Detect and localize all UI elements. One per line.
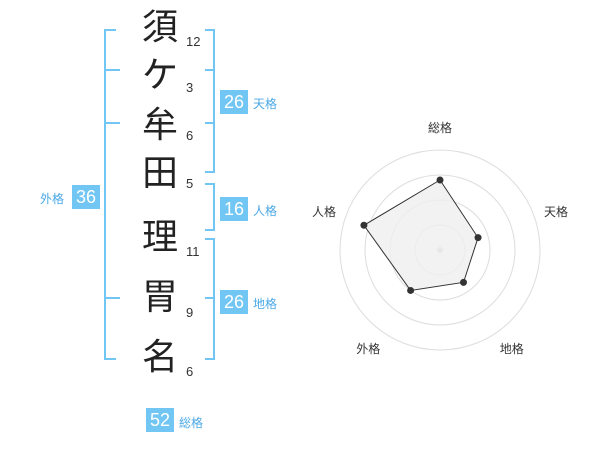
stroke-count: 11 <box>186 244 200 259</box>
radar-axis-label: 地格 <box>499 341 524 356</box>
jinkaku-bracket <box>205 183 215 231</box>
radar-point <box>360 221 368 229</box>
radar-point <box>407 286 415 294</box>
radar-axis-label: 人格 <box>311 205 336 220</box>
name-char: 田 <box>141 153 178 194</box>
stroke-count: 3 <box>186 80 194 95</box>
soukaku-label: 総格 <box>179 416 204 430</box>
name-char: 理 <box>141 217 178 258</box>
radar-series <box>363 179 479 291</box>
radar-point <box>474 234 482 242</box>
tenkaku-value: 26 <box>220 90 248 114</box>
radar-axis-label: 総格 <box>428 121 453 135</box>
tenkaku-bracket <box>205 29 215 173</box>
bracket-tick <box>104 69 120 71</box>
bracket-tick <box>104 297 120 299</box>
tenkaku-label: 天格 <box>253 97 278 111</box>
bracket-tick <box>205 122 215 124</box>
gaikaku-label: 外格 <box>40 192 65 206</box>
gaikaku-bracket <box>104 29 116 360</box>
name-char: ケ <box>141 55 178 96</box>
bracket-tick <box>205 297 215 299</box>
gaikaku-value: 36 <box>72 185 100 209</box>
jinkaku-label: 人格 <box>253 204 278 218</box>
bracket-tick <box>205 69 215 71</box>
stroke-count: 6 <box>186 364 194 379</box>
stroke-count: 5 <box>186 176 194 191</box>
radar-point <box>436 176 444 184</box>
chikaku-label: 地格 <box>253 297 278 311</box>
stroke-count: 9 <box>186 305 194 320</box>
chikaku-bracket <box>205 238 215 360</box>
soukaku-value: 52 <box>146 408 174 432</box>
name-char: 胃 <box>141 277 178 318</box>
radar-axis-label: 外格 <box>356 341 381 356</box>
stroke-count: 12 <box>186 34 201 49</box>
radar-ring <box>339 149 541 351</box>
name-char: 牟 <box>141 105 178 146</box>
chikaku-value: 26 <box>220 290 248 314</box>
jinkaku-value: 16 <box>220 197 248 221</box>
stroke-count: 6 <box>186 128 194 143</box>
name-char: 須 <box>141 7 178 48</box>
radar-axis-label: 天格 <box>544 205 569 220</box>
name-char: 名 <box>141 337 178 378</box>
radar-point <box>460 278 468 286</box>
bracket-tick <box>104 122 120 124</box>
radar-ring <box>364 174 516 326</box>
